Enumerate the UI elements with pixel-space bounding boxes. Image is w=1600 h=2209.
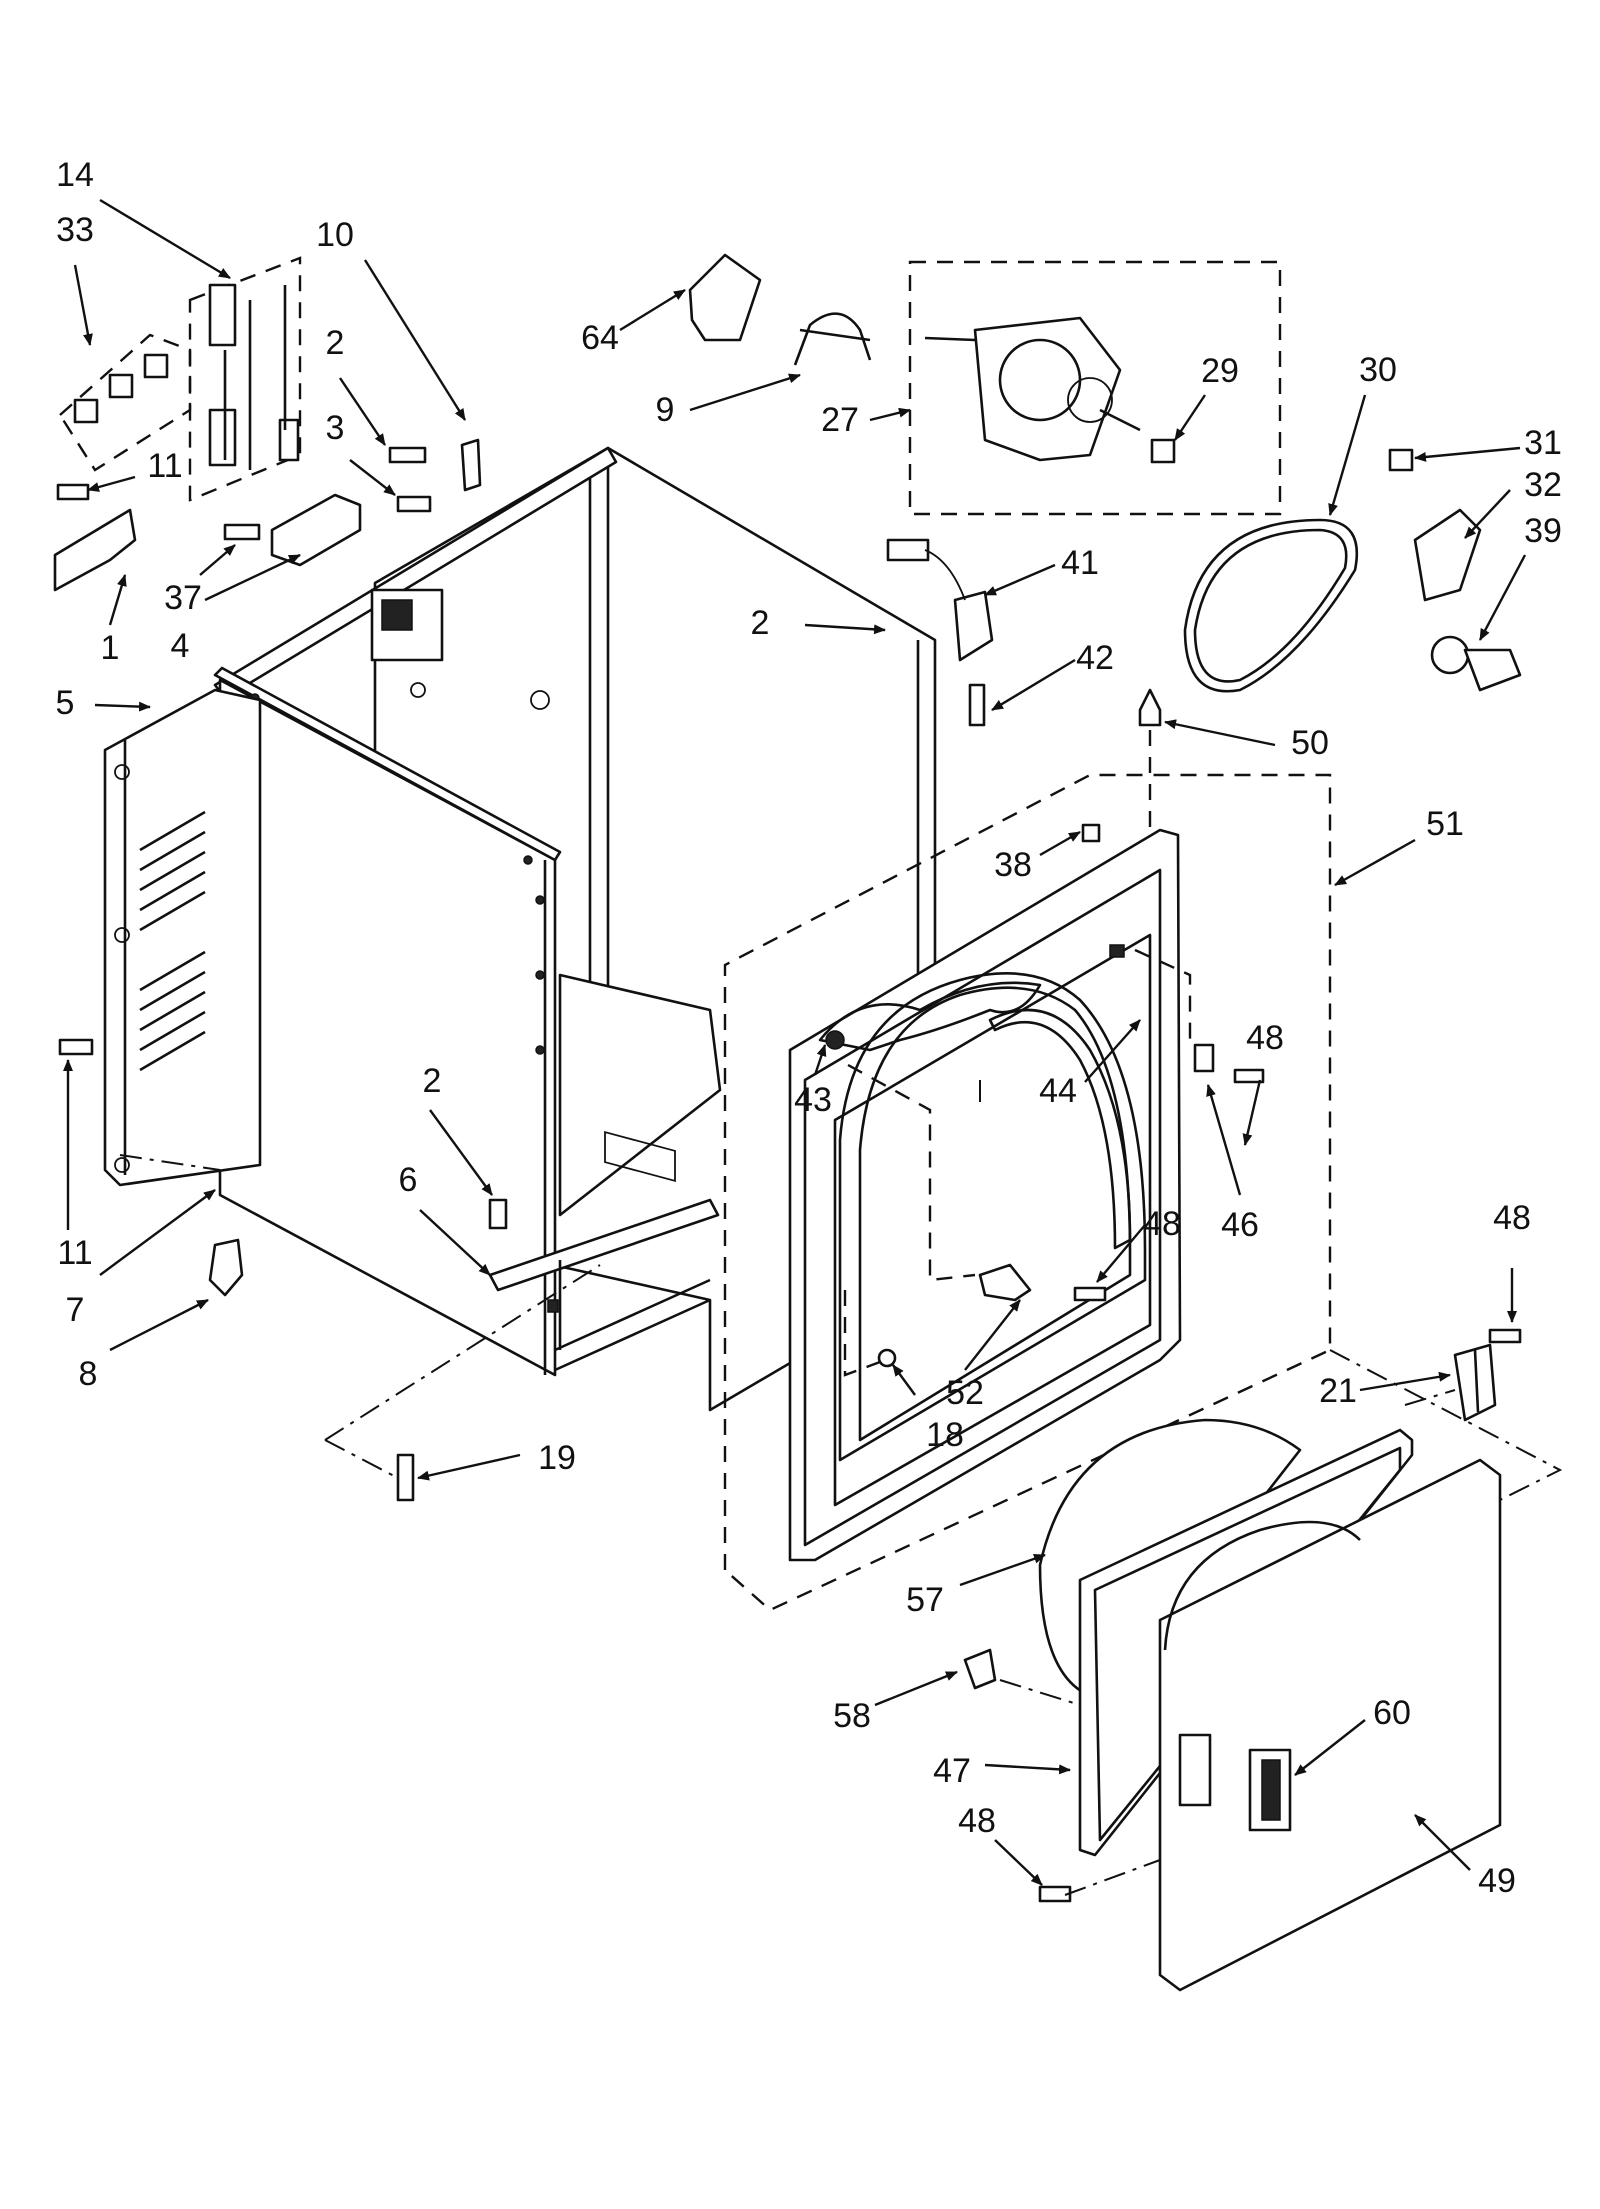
door-switch — [886, 538, 1162, 830]
bracket-64 — [688, 253, 762, 342]
callout-11: 11 — [147, 447, 182, 485]
clip-46 — [1193, 1043, 1215, 1073]
screw-3 — [396, 495, 432, 513]
clamp-9 — [793, 312, 872, 366]
callout-49: 49 — [1478, 1862, 1516, 1900]
toe-rail — [488, 1198, 720, 1292]
outer-door-panel — [1158, 1458, 1502, 1992]
callout-48-c: 48 — [1493, 1199, 1531, 1237]
callout-41: 41 — [1061, 544, 1099, 582]
callout-44: 44 — [1039, 1072, 1077, 1110]
callout-leaders — [63, 198, 1527, 1886]
callout-48-a: 48 — [1246, 1019, 1284, 1057]
screw-48-mid — [1233, 1068, 1265, 1084]
callout-1: 1 — [101, 629, 120, 667]
callout-5: 5 — [56, 684, 75, 722]
front-panel — [788, 828, 1182, 1562]
felt-seal-50 — [1138, 688, 1162, 727]
motor-group-box — [908, 260, 1282, 516]
callout-33: 33 — [56, 211, 94, 249]
terminal-block-kit — [53, 256, 482, 1056]
callout-7: 7 — [66, 1291, 85, 1329]
idler-assembly — [1388, 448, 1522, 692]
door-strike — [963, 1648, 997, 1690]
callout-2: 2 — [326, 324, 345, 362]
leveling-leg — [208, 1238, 244, 1297]
callout-11-lower: 11 — [57, 1234, 92, 1272]
callout-3: 3 — [326, 409, 345, 447]
callout-42: 42 — [1076, 639, 1114, 677]
callout-4: 4 — [171, 627, 190, 665]
clip-19 — [396, 1453, 415, 1502]
drive-belt — [1183, 518, 1359, 693]
callout-8: 8 — [79, 1355, 98, 1393]
callout-58: 58 — [833, 1697, 871, 1735]
callout-43: 43 — [794, 1081, 832, 1119]
callout-14: 14 — [56, 156, 94, 194]
screw-2-lower — [488, 1198, 508, 1230]
callout-51: 51 — [1426, 805, 1464, 843]
callout-39: 39 — [1524, 512, 1562, 550]
callout-18: 18 — [926, 1416, 964, 1454]
callout-32: 32 — [1524, 466, 1562, 504]
front-panel-group — [723, 773, 1332, 1612]
callout-9: 9 — [656, 391, 675, 429]
callout-46: 46 — [1221, 1206, 1259, 1244]
door-assembly — [208, 1198, 1522, 1992]
stop-38 — [1081, 823, 1101, 843]
screw-11-upper — [56, 483, 90, 501]
callout-10: 10 — [316, 216, 354, 254]
callout-48-b: 48 — [1143, 1205, 1181, 1243]
screw-18 — [877, 1348, 897, 1368]
screw-48-hinge — [1488, 1328, 1522, 1344]
cabinet — [213, 446, 937, 1412]
callout-50: 50 — [1291, 724, 1329, 762]
callout-21: 21 — [1319, 1372, 1357, 1410]
screw-48-lower — [1073, 1286, 1107, 1302]
rear-panel — [103, 688, 262, 1187]
callout-30: 30 — [1359, 351, 1397, 389]
callout-64: 64 — [581, 319, 619, 357]
door-hinge — [1453, 1343, 1497, 1422]
callout-38: 38 — [994, 846, 1032, 884]
grommet-43 — [825, 1030, 845, 1050]
callout-6: 6 — [399, 1161, 418, 1199]
callout-2-lower: 2 — [423, 1062, 442, 1100]
callout-37: 37 — [164, 579, 202, 617]
callout-31: 31 — [1524, 424, 1562, 462]
motor-assembly — [688, 253, 1282, 516]
screw-2-upper — [388, 446, 427, 464]
motor-pulley — [1150, 438, 1176, 464]
cabinet-base-frame — [558, 973, 722, 1217]
callout-57: 57 — [906, 1581, 944, 1619]
callout-27: 27 — [821, 401, 859, 439]
screw-37 — [223, 523, 261, 541]
front-panel-group-box — [723, 773, 1332, 1612]
door-gasket — [988, 1008, 1132, 1250]
callout-19: 19 — [538, 1439, 576, 1477]
screw-11-lower — [58, 1038, 94, 1056]
latch-52 — [978, 1263, 1032, 1302]
callout-2-right: 2 — [751, 604, 770, 642]
alignment-lines — [119, 1080, 1563, 1896]
callout-60: 60 — [1373, 1694, 1411, 1732]
callout-29: 29 — [1201, 352, 1239, 390]
callout-labels: 14 33 10 2 3 11 37 1 4 5 64 9 27 29 30 3… — [56, 156, 1562, 1900]
callout-48-d: 48 — [958, 1802, 996, 1840]
callout-47: 47 — [933, 1752, 971, 1790]
callout-52: 52 — [946, 1374, 984, 1412]
